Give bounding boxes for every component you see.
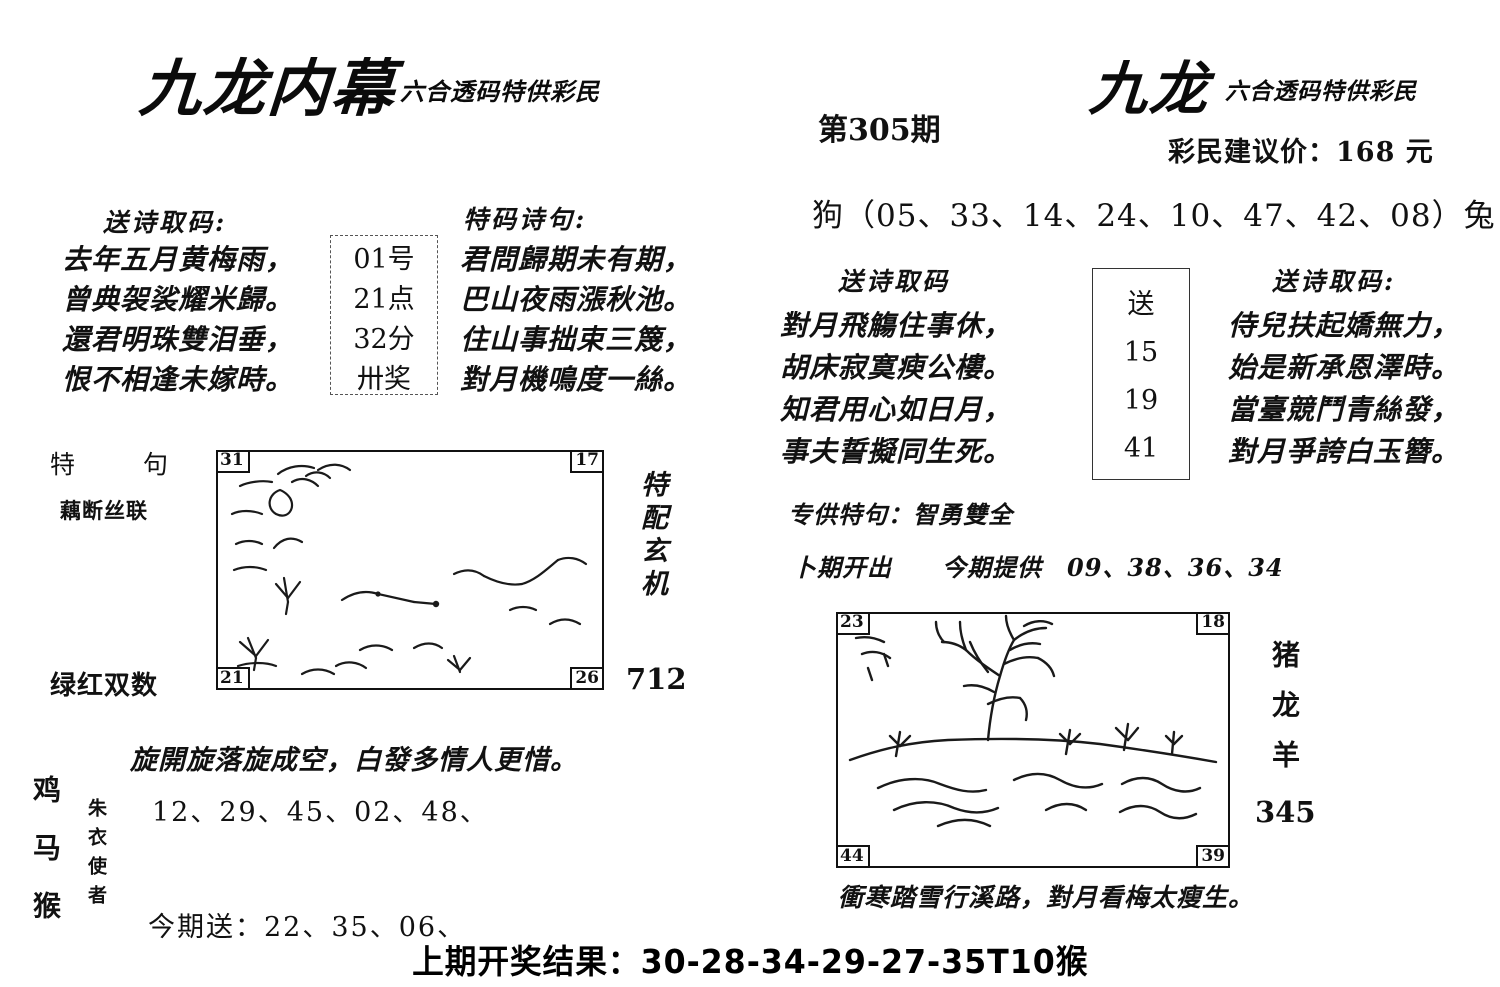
right-side-number: 345 — [1255, 795, 1316, 829]
left-songshi-label: 送诗取码: — [103, 208, 228, 237]
poem-line: 巴山夜雨漲秋池。 — [460, 283, 693, 316]
right-zodiac-stack: 猪龙羊 — [1268, 640, 1301, 790]
corner-number-top-right: 17 — [570, 452, 602, 473]
brand-title-right: 九龙 — [1087, 55, 1213, 123]
right-songshi-label: 送诗取码: — [1272, 267, 1397, 296]
poem-line: 對月機鳴度一絲。 — [460, 363, 693, 396]
send-box-row: 15 — [1123, 337, 1159, 368]
corner-number-bottom-left: 44 — [838, 845, 870, 866]
code-box-row: 21点 — [353, 284, 415, 315]
corner-number-bottom-right: 26 — [570, 667, 602, 688]
corner-number-top-left: 23 — [838, 614, 870, 635]
poem-line: 曾典袈裟耀米歸。 — [62, 283, 295, 316]
mid-songshi-label: 送诗取码 — [838, 267, 951, 296]
brand-subtitle-left: 六合透码特供彩民 — [400, 77, 600, 106]
corner-number-bottom-left: 21 — [218, 667, 250, 688]
poem-line: 知君用心如日月， — [780, 393, 1013, 426]
left-number-list: 12、29、45、02、48、 — [152, 797, 489, 828]
right-caption: 衝寒踏雪行溪路，對月看梅太瘦生。 — [838, 883, 1255, 912]
code-box-row: 卅奖 — [357, 364, 411, 395]
left-side-vertical-label: 特配玄机 — [636, 470, 667, 602]
poem-line: 始是新承恩澤時。 — [1228, 351, 1461, 384]
poem-line: 對月爭誇白玉簪。 — [1228, 435, 1461, 468]
poem-line: 事夫誓擬同生死。 — [780, 435, 1013, 468]
poem-line: 胡床寂寞瘐公樓。 — [780, 351, 1013, 384]
poem-line: 住山事拙束三篾， — [460, 323, 693, 356]
left-caption: 旋開旋落旋成空，白發多情人更惜。 — [130, 745, 578, 776]
send-box-row: 送 — [1127, 289, 1155, 320]
left-seal-stack: 朱衣使者 — [85, 798, 107, 914]
teju-label: 特 句 — [50, 450, 198, 479]
corner-number-top-right: 18 — [1196, 614, 1228, 635]
poem-line: 當臺競鬥青絲發， — [1228, 393, 1461, 426]
brand-subtitle-right: 六合透码特供彩民 — [1225, 78, 1417, 105]
poem-line: 君問歸期未有期， — [460, 243, 693, 276]
code-box-row: 01号 — [353, 244, 415, 275]
left-side-number: 712 — [626, 662, 687, 696]
special-phrase-line: 专供特句：智勇雙全 — [788, 500, 1013, 529]
issue-number: 第305期 — [818, 113, 941, 148]
send-box-row: 19 — [1123, 385, 1159, 416]
last-draw-result: 上期开奖结果：30-28-34-29-27-35T10猴 — [411, 941, 1089, 981]
right-poem: 侍兒扶起嬌無力， 始是新承恩澤時。 當臺競鬥青絲發， 對月爭誇白玉簪。 — [1228, 305, 1460, 473]
corner-number-top-left: 31 — [218, 452, 250, 473]
right-sketch-drawing — [848, 614, 1218, 828]
teju-value: 藕断丝联 — [60, 498, 148, 523]
brand-title-left: 九龙内幕 — [137, 52, 399, 125]
corner-number-bottom-right: 39 — [1196, 845, 1228, 866]
left-poem: 去年五月黄梅雨， 曾典袈裟耀米歸。 還君明珠雙泪垂， 恨不相逢未嫁時。 — [62, 240, 294, 400]
left-sketch-drawing — [230, 463, 588, 676]
tema-poem-label: 特码诗句: — [463, 205, 588, 234]
suggested-price: 彩民建议价：168 元 — [1168, 137, 1434, 168]
send-box-row: 41 — [1123, 433, 1159, 464]
poem-line: 恨不相逢未嫁時。 — [62, 363, 295, 396]
tema-poem: 君問歸期未有期， 巴山夜雨漲秋池。 住山事拙束三篾， 對月機鳴度一絲。 — [460, 240, 692, 400]
supply-numbers-line: 卜期开出 今期提供 09、38、36、34 — [792, 553, 1284, 582]
right-send-box: 送 15 19 41 — [1092, 268, 1190, 480]
left-zodiac-stack: 鸡马猴 — [29, 775, 62, 949]
right-sketch-box: 23 18 44 39 — [836, 612, 1230, 868]
left-sketch-box: 31 17 21 26 — [216, 450, 604, 690]
poem-line: 對月飛觴住事休， — [780, 309, 1013, 342]
left-code-box: 01号 21点 32分 卅奖 — [330, 235, 438, 395]
mid-poem: 對月飛觴住事休， 胡床寂寞瘐公樓。 知君用心如日月， 事夫誓擬同生死。 — [780, 305, 1012, 473]
green-red-even-label: 绿红双数 — [50, 671, 159, 701]
footer-result-banner: 上期开奖结果：30-28-34-29-27-35T10猴 — [0, 930, 1500, 987]
poem-line: 還君明珠雙泪垂， — [62, 323, 295, 356]
poem-line: 侍兒扶起嬌無力， — [1228, 309, 1461, 342]
left-send-line: 今期送：22、35、06、 — [148, 912, 467, 943]
code-box-row: 32分 — [353, 324, 415, 355]
poem-line: 去年五月黄梅雨， — [62, 243, 295, 276]
zodiac-number-line: 狗（05、33、14、24、10、47、42、08）兔 — [812, 198, 1496, 234]
